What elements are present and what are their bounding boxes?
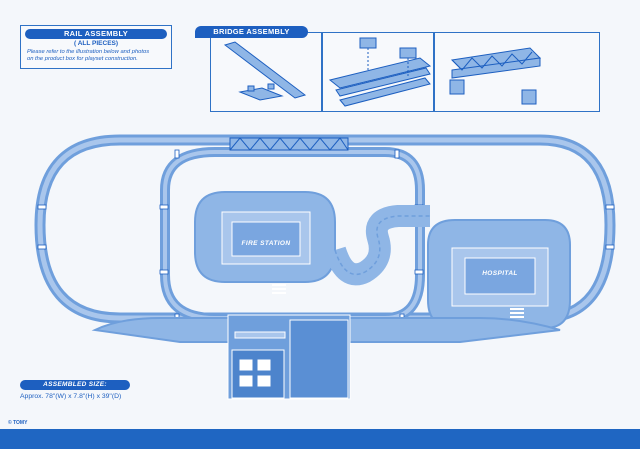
s-curve-road	[324, 205, 430, 286]
rail-assembly-note-2: on the product box for playset construct…	[27, 56, 138, 62]
crosswalks	[272, 284, 524, 318]
fire-station-label: FIRE STATION	[241, 240, 291, 247]
rail-assembly-box: RAIL ASSEMBLY ( ALL PIECES) Please refer…	[20, 25, 172, 69]
copyright-text: © TOMY	[8, 420, 28, 426]
bridge-assembly-title: BRIDGE ASSEMBLY	[195, 26, 308, 38]
rail-assembly-subtitle: ( ALL PIECES)	[73, 40, 119, 47]
panel-divider	[321, 33, 323, 111]
panel-divider	[433, 33, 435, 111]
assembled-size-value: Approx. 78"(W) x 7.8"(H) x 39"(D)	[20, 393, 122, 400]
bridge-step-2-illustration	[328, 37, 432, 107]
station-building	[227, 314, 351, 400]
fire-station-road	[194, 191, 336, 283]
assembled-size-title: ASSEMBLED SIZE:	[20, 380, 130, 390]
bridge-step-3-illustration	[449, 47, 542, 105]
bridge-step-1-illustration	[223, 41, 307, 101]
bottom-band	[0, 429, 640, 449]
bridge-piece	[229, 137, 349, 151]
hospital-road	[427, 219, 571, 329]
rail-assembly-title: RAIL ASSEMBLY	[25, 29, 167, 39]
hospital-label: HOSPITAL	[482, 270, 518, 277]
rail-assembly-note-1: Please refer to the illustration below a…	[27, 49, 150, 55]
